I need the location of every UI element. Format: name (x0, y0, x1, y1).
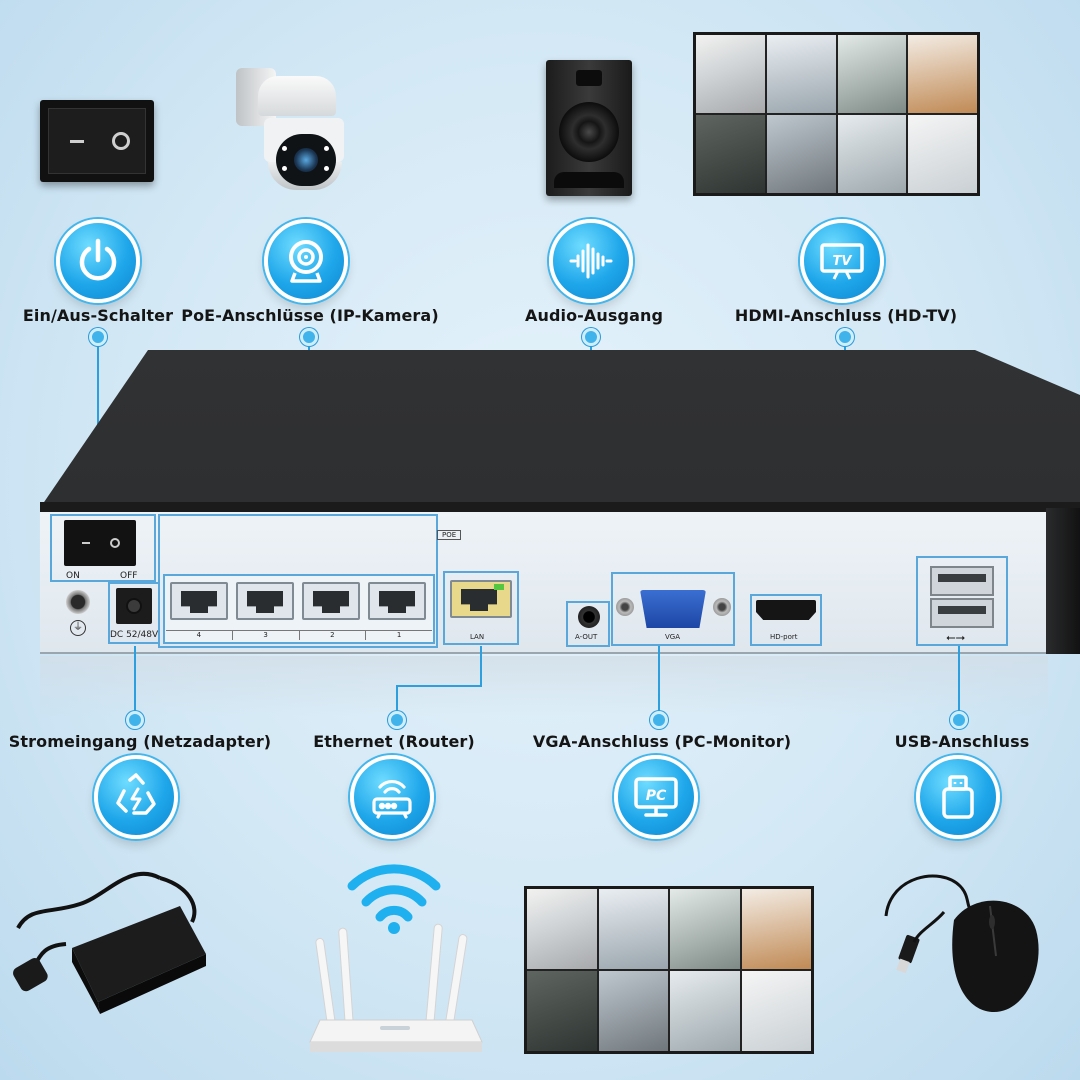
audio-out-port-label: A-OUT (575, 633, 598, 641)
lan-label: LAN (470, 633, 485, 641)
connector-dot-poe (300, 328, 318, 346)
poe-port-number-2: 2 (300, 631, 367, 640)
lan-port-box (443, 571, 519, 645)
tv-icon: TV (800, 219, 884, 303)
lan-led-green (494, 584, 504, 590)
panel-off-label: OFF (120, 571, 138, 581)
poe-port-4[interactable] (170, 582, 228, 620)
panel-rocker-switch[interactable] (64, 520, 136, 566)
nvr-front-edge (40, 502, 1080, 514)
connector-line-audio (590, 338, 592, 602)
usb-label: USB-Anschluss (894, 732, 1030, 751)
ground-screw (66, 590, 90, 614)
router-icon (350, 755, 434, 839)
audio-out-jack[interactable] (578, 606, 600, 628)
ip-camera-image (228, 62, 348, 192)
poe-port-1[interactable] (368, 582, 426, 620)
vga-port[interactable] (640, 590, 706, 628)
dc-input-label: DC 52/48V (110, 630, 159, 640)
connector-line-poe (308, 338, 310, 514)
recycle-power-icon (94, 755, 178, 839)
dc-input-jack[interactable] (116, 588, 152, 624)
vga-port-label: VGA (665, 633, 681, 641)
usb-symbol-icon: ⭠⭢ (946, 630, 966, 644)
hdmi-port[interactable] (756, 600, 816, 620)
poe-port-number-3: 3 (233, 631, 300, 640)
ground-icon: ⏚ (70, 620, 86, 636)
hdmi-port-box (750, 594, 822, 646)
audio-wave-icon (549, 219, 633, 303)
ethernet-label: Ethernet (Router) (313, 732, 475, 751)
panel-switch-box (50, 514, 156, 582)
connector-dot-lan (388, 711, 406, 729)
power-icon (56, 219, 140, 303)
usb-port-box (916, 556, 1008, 646)
connector-dot-power (89, 328, 107, 346)
rocker-switch-image (40, 100, 154, 182)
mouse-image (880, 866, 1060, 1016)
audio-out-label: Audio-Ausgang (524, 306, 664, 325)
speaker-image (546, 60, 632, 196)
connector-dot-vga (650, 711, 668, 729)
monitor-mosaic-top (693, 32, 980, 196)
vga-screw-right (713, 598, 731, 616)
poe-port-3[interactable] (236, 582, 294, 620)
poe-ports-label: PoE-Anschlüsse (IP-Kamera) (181, 306, 439, 325)
vga-port-box (611, 572, 735, 646)
power-input-label: Stromeingang (Netzadapter) (8, 732, 272, 751)
connector-dot-usb (950, 711, 968, 729)
usb-port-bottom[interactable] (930, 598, 994, 628)
panel-on-label: ON (66, 571, 80, 581)
connector-line-hdmi-h (786, 561, 846, 563)
connector-line-lan-h (396, 685, 482, 687)
wifi-icon (344, 860, 444, 936)
power-switch-label: Ein/Aus-Schalter (22, 306, 174, 325)
connector-line-hdmi-drop (786, 561, 788, 595)
usb-stick-icon (916, 755, 1000, 839)
router-image (306, 920, 486, 1060)
pc-monitor-icon: PC (614, 755, 698, 839)
connector-dot-audio (582, 328, 600, 346)
connector-line-lan (480, 646, 482, 686)
connector-line-vga (658, 646, 660, 720)
poe-port-2[interactable] (302, 582, 360, 620)
connector-line-power (97, 338, 99, 514)
audio-out-box (566, 601, 610, 647)
tv-icon-text: TV (833, 254, 853, 269)
hdmi-label: HDMI-Anschluss (HD-TV) (734, 306, 958, 325)
connector-line-lan-drop (396, 685, 398, 720)
connector-dot-dc (126, 711, 144, 729)
nvr-side (1046, 508, 1080, 654)
webcam-icon (264, 219, 348, 303)
connector-line-dc (134, 646, 136, 720)
vga-screw-left (616, 598, 634, 616)
poe-badge: POE (437, 530, 462, 540)
poe-port-number-strip: 4 3 2 1 (166, 630, 432, 640)
connector-dot-hdmi (836, 328, 854, 346)
connector-line-usb (958, 646, 960, 720)
poe-ports-box (158, 514, 438, 648)
nvr-reflection (40, 656, 1048, 716)
pc-icon-text: PC (646, 788, 667, 804)
usb-port-top[interactable] (930, 566, 994, 596)
poe-port-number-1: 1 (396, 631, 402, 639)
poe-port-number-4: 4 (166, 631, 233, 640)
hdmi-port-label: HD-port (770, 633, 798, 641)
monitor-mosaic-bottom (524, 886, 814, 1054)
connector-line-hdmi (844, 338, 846, 562)
vga-label: VGA-Anschluss (PC-Monitor) (532, 732, 792, 751)
power-adapter-image (10, 866, 210, 1022)
